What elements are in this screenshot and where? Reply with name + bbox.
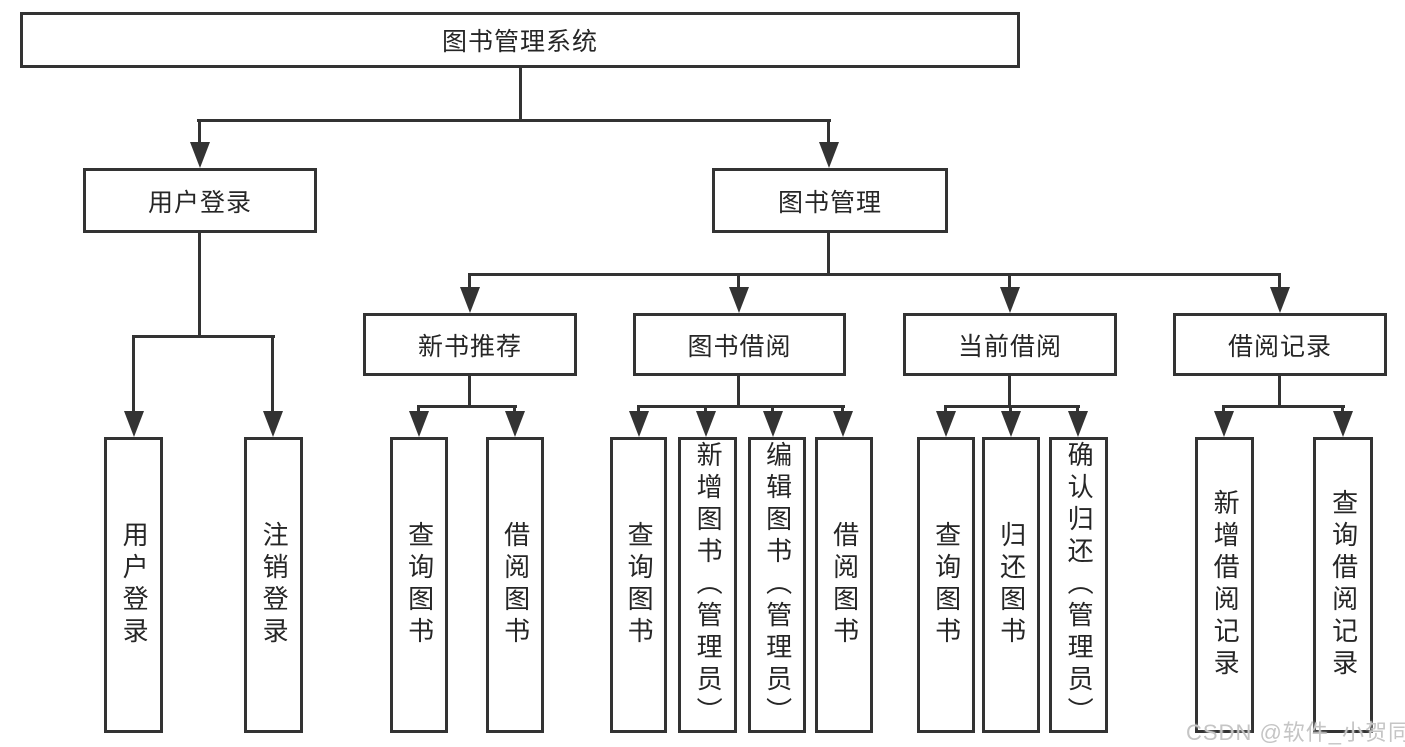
arrowhead-icon bbox=[460, 287, 480, 313]
leaf-label: 新增图书（管理员） bbox=[693, 441, 724, 729]
connector-line bbox=[737, 275, 740, 289]
leaf-query-books-borrowing: 查询图书 bbox=[610, 437, 667, 733]
leaf-query-borrow-record: 查询借阅记录 bbox=[1313, 437, 1373, 733]
node-new-book-recommendation: 新书推荐 bbox=[363, 313, 577, 376]
connector-line bbox=[771, 407, 774, 413]
leaf-borrow-books-borrowing: 借阅图书 bbox=[815, 437, 873, 733]
arrowhead-icon bbox=[1214, 411, 1234, 437]
node-book-management: 图书管理 bbox=[712, 168, 948, 233]
arrowhead-icon bbox=[819, 142, 839, 168]
node-label: 图书借阅 bbox=[687, 332, 792, 361]
arrowhead-icon bbox=[763, 411, 783, 437]
connector-line bbox=[944, 405, 1080, 408]
connector-line bbox=[1341, 407, 1344, 413]
leaf-borrow-books-recommend: 借阅图书 bbox=[486, 437, 544, 733]
leaf-label: 查询图书 bbox=[624, 521, 655, 649]
connector-line bbox=[1009, 407, 1012, 413]
arrowhead-icon bbox=[729, 287, 749, 313]
connector-line bbox=[519, 68, 522, 120]
leaf-return-book: 归还图书 bbox=[982, 437, 1040, 733]
leaf-add-borrow-record: 新增借阅记录 bbox=[1195, 437, 1254, 733]
arrowhead-icon bbox=[936, 411, 956, 437]
connector-line bbox=[827, 119, 830, 143]
connector-line bbox=[198, 119, 201, 143]
connector-line bbox=[637, 407, 640, 413]
connector-line bbox=[417, 405, 517, 408]
leaf-label: 查询图书 bbox=[404, 521, 435, 649]
arrowhead-icon bbox=[124, 411, 144, 437]
leaf-label: 借阅图书 bbox=[500, 521, 531, 649]
connector-line bbox=[417, 407, 420, 413]
leaf-logout: 注销登录 bbox=[244, 437, 303, 733]
leaf-edit-book-admin: 编辑图书（管理员） bbox=[748, 437, 806, 733]
connector-line bbox=[271, 337, 274, 411]
arrowhead-icon bbox=[1068, 411, 1088, 437]
arrowhead-icon bbox=[1001, 411, 1021, 437]
connector-line bbox=[1008, 376, 1011, 407]
leaf-query-books-current: 查询图书 bbox=[917, 437, 975, 733]
connector-line bbox=[737, 376, 740, 407]
connector-line bbox=[132, 335, 275, 338]
node-label: 当前借阅 bbox=[957, 332, 1062, 361]
leaf-add-book-admin: 新增图书（管理员） bbox=[678, 437, 737, 733]
connector-line bbox=[513, 407, 516, 413]
leaf-label: 查询图书 bbox=[931, 521, 962, 649]
leaf-label: 查询借阅记录 bbox=[1328, 489, 1359, 681]
arrowhead-icon bbox=[1333, 411, 1353, 437]
node-label: 图书管理 bbox=[777, 188, 882, 217]
arrowhead-icon bbox=[505, 411, 525, 437]
connector-line bbox=[827, 233, 830, 275]
node-book-borrowing: 图书借阅 bbox=[633, 313, 846, 376]
connector-line bbox=[132, 337, 135, 411]
node-label: 用户登录 bbox=[147, 188, 252, 217]
connector-line bbox=[1076, 407, 1079, 413]
node-label: 借阅记录 bbox=[1227, 332, 1332, 361]
connector-line bbox=[944, 407, 947, 413]
arrowhead-icon bbox=[1000, 287, 1020, 313]
node-borrowing-records: 借阅记录 bbox=[1173, 313, 1387, 376]
node-current-borrowing: 当前借阅 bbox=[903, 313, 1117, 376]
node-label: 新书推荐 bbox=[417, 332, 522, 361]
arrowhead-icon bbox=[263, 411, 283, 437]
node-library-management-system: 图书管理系统 bbox=[20, 12, 1020, 68]
arrowhead-icon bbox=[629, 411, 649, 437]
leaf-label: 注销登录 bbox=[259, 521, 290, 649]
leaf-label: 借阅图书 bbox=[829, 521, 860, 649]
connector-line bbox=[704, 407, 707, 413]
connector-line bbox=[841, 407, 844, 413]
arrowhead-icon bbox=[1270, 287, 1290, 313]
connector-line bbox=[1222, 407, 1225, 413]
connector-line bbox=[198, 233, 201, 337]
connector-line bbox=[637, 405, 845, 408]
csdn-watermark: CSDN @软件_小贺同学 bbox=[1186, 720, 1405, 745]
leaf-label: 编辑图书（管理员） bbox=[762, 441, 793, 729]
leaf-confirm-return-admin: 确认归还（管理员） bbox=[1049, 437, 1108, 733]
arrowhead-icon bbox=[409, 411, 429, 437]
leaf-user-login: 用户登录 bbox=[104, 437, 163, 733]
leaf-query-books-recommend: 查询图书 bbox=[390, 437, 448, 733]
node-user-login: 用户登录 bbox=[83, 168, 317, 233]
leaf-label: 确认归还（管理员） bbox=[1064, 441, 1095, 729]
connector-line bbox=[468, 273, 1281, 276]
arrowhead-icon bbox=[696, 411, 716, 437]
connector-line bbox=[1008, 275, 1011, 289]
connector-line bbox=[197, 119, 831, 122]
connector-line bbox=[468, 376, 471, 407]
arrowhead-icon bbox=[190, 142, 210, 168]
connector-line bbox=[1278, 275, 1281, 289]
node-label: 图书管理系统 bbox=[441, 28, 598, 56]
connector-line bbox=[1278, 376, 1281, 407]
leaf-label: 用户登录 bbox=[119, 521, 150, 649]
leaf-label: 归还图书 bbox=[996, 521, 1027, 649]
arrowhead-icon bbox=[833, 411, 853, 437]
connector-line bbox=[1222, 405, 1345, 408]
leaf-label: 新增借阅记录 bbox=[1210, 489, 1241, 681]
connector-line bbox=[468, 275, 471, 289]
